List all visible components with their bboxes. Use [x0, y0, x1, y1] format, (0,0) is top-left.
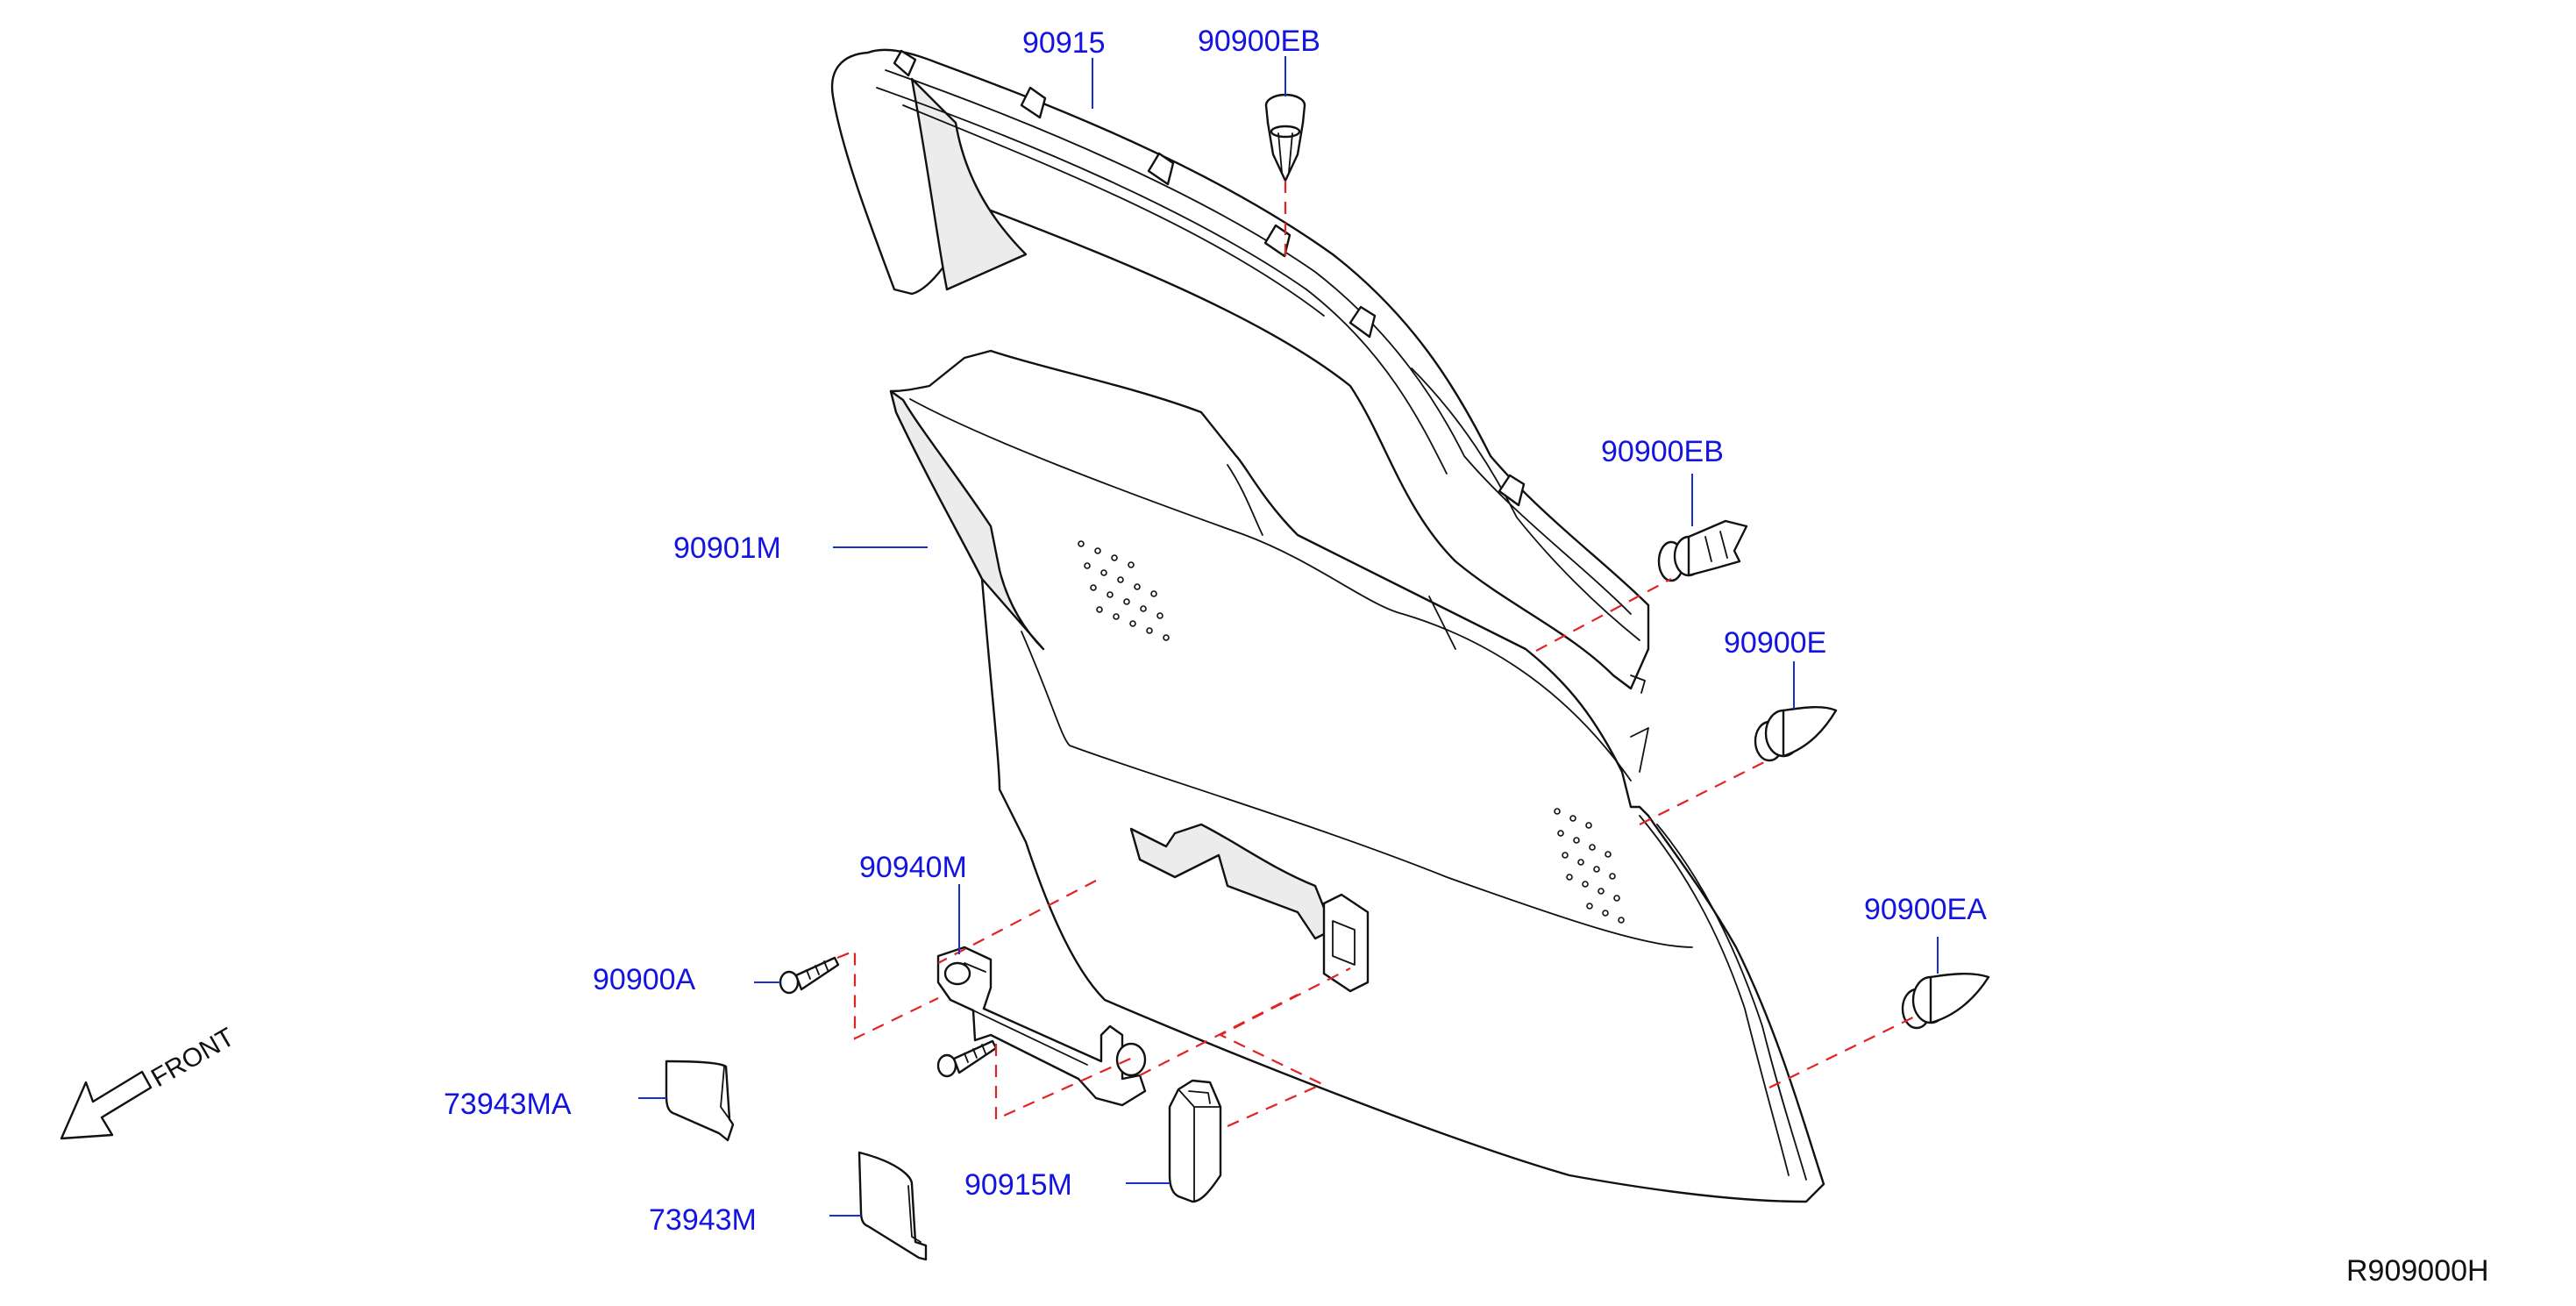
label-90900A[interactable]: 90900A [593, 963, 696, 996]
clip-90900EB-mid[interactable] [1657, 519, 1748, 582]
leader-lines [638, 56, 1939, 1217]
screw-lower[interactable] [936, 1039, 998, 1078]
clip-90900EB-top[interactable] [1264, 93, 1306, 182]
label-90900EA[interactable]: 90900EA [1864, 893, 1987, 926]
cap-73943MA[interactable] [665, 1060, 735, 1142]
label-90901M[interactable]: 90901M [673, 532, 781, 565]
cap-73943M[interactable] [857, 1151, 928, 1261]
speaker-grille-left [1078, 540, 1170, 641]
clip-90900E[interactable] [1754, 706, 1838, 762]
label-90900E[interactable]: 90900E [1724, 626, 1826, 660]
label-90915[interactable]: 90915 [1022, 26, 1106, 60]
front-direction-arrow [60, 1070, 153, 1140]
diagram-reference-code: R909000H [2346, 1254, 2489, 1288]
assembly-guides [836, 181, 1918, 1128]
label-73943M[interactable]: 73943M [649, 1203, 757, 1237]
clip-90900EA[interactable] [1901, 973, 1990, 1030]
back-door-trim-90901M[interactable] [889, 349, 1825, 1203]
label-90915M[interactable]: 90915M [964, 1168, 1072, 1202]
label-90940M[interactable]: 90940M [859, 851, 967, 884]
label-90900EB-top[interactable]: 90900EB [1198, 25, 1320, 58]
screw-90900A-upper[interactable] [779, 956, 840, 995]
front-label: FRONT [146, 1023, 239, 1093]
label-73943MA[interactable]: 73943MA [444, 1088, 572, 1121]
upper-garnish-90915[interactable] [830, 48, 1650, 694]
cover-90915M[interactable] [1168, 1079, 1222, 1203]
speaker-grille-right [1554, 808, 1625, 924]
label-90900EB-mid[interactable]: 90900EB [1601, 435, 1724, 468]
